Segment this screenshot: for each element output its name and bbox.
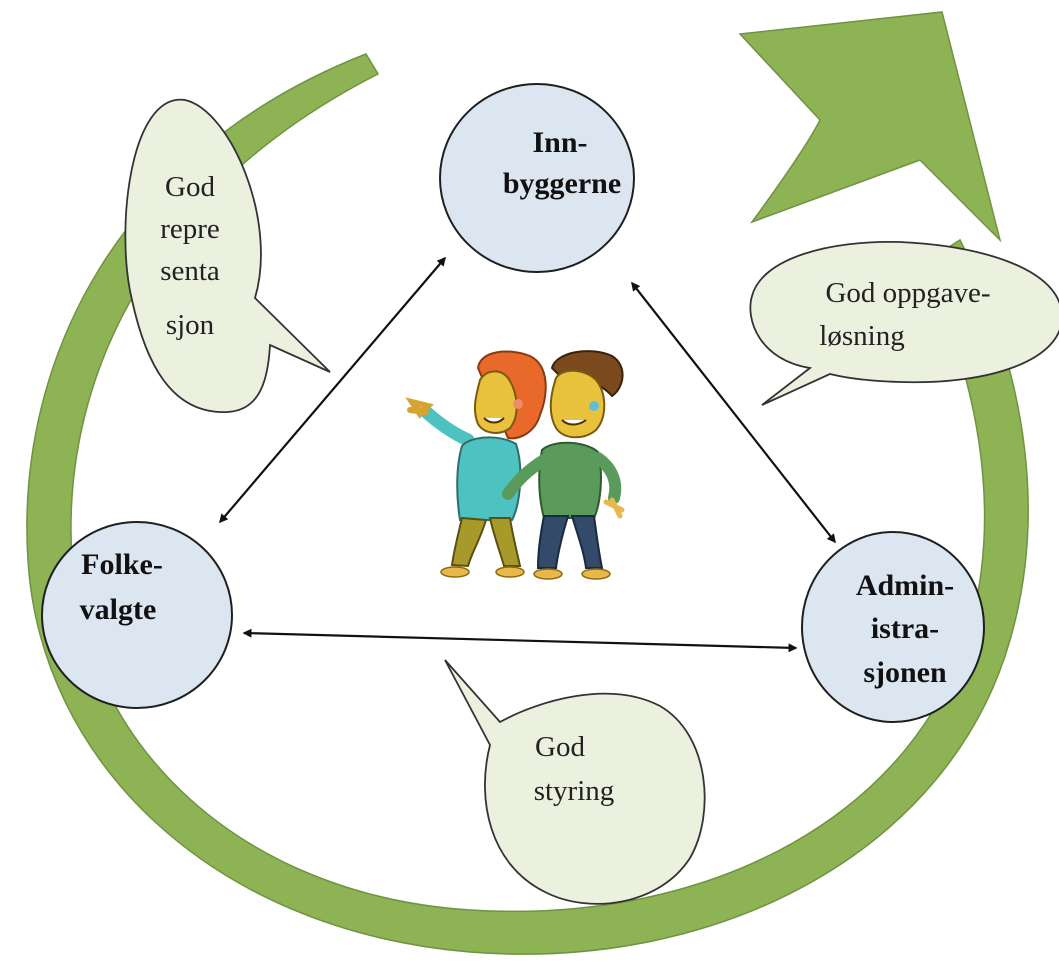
node-administrasjonen-circle <box>801 531 985 723</box>
cycle-arrowhead <box>738 11 1002 243</box>
person-left-figure <box>405 350 547 578</box>
bubble-representasjon-line2: repre <box>160 213 220 245</box>
node-innbyggerne-line2: byggerne <box>503 167 621 200</box>
bubble-oppgavelosning-shape <box>749 240 1059 406</box>
bubble-styring: God styring <box>444 659 706 905</box>
bubble-styring-line2: styring <box>534 775 615 807</box>
two-people-clipart <box>405 350 625 580</box>
bubble-oppgavelosning-line2: løsning <box>819 320 904 352</box>
node-folkevalgte: Folke- valgte <box>41 521 233 709</box>
person-right-figure <box>502 350 625 580</box>
connector-innbyggerne-folkevalgte <box>219 256 446 524</box>
bubble-styring-line1: God <box>535 731 585 763</box>
bubble-representasjon-shape <box>124 99 331 413</box>
node-folkevalgte-line2: valgte <box>80 593 157 626</box>
bubble-styring-shape <box>444 659 706 905</box>
node-folkevalgte-line1: Folke- <box>81 548 163 581</box>
bubble-oppgavelosning-line1: God oppgave- <box>825 277 990 309</box>
node-folkevalgte-circle <box>41 521 233 709</box>
node-administrasjonen-line3: sjonen <box>863 656 947 689</box>
bubble-representasjon-line4: sjon <box>166 309 215 341</box>
node-innbyggerne: Inn- byggerne <box>439 83 635 273</box>
node-innbyggerne-line1: Inn- <box>532 126 587 159</box>
node-administrasjonen-line1: Admin- <box>856 569 954 602</box>
node-innbyggerne-circle <box>439 83 635 273</box>
bubble-representasjon: God repre senta sjon <box>124 99 331 413</box>
bubble-representasjon-line3: senta <box>160 255 220 287</box>
bubble-representasjon-line1: God <box>165 171 215 203</box>
connector-innbyggerne-administrasjonen <box>631 281 836 544</box>
node-administrasjonen-line2: istra- <box>871 612 939 645</box>
connector-folkevalgte-administrasjonen <box>242 628 798 653</box>
bubble-oppgavelosning: God oppgave- løsning <box>749 240 1059 406</box>
connectors <box>219 256 836 653</box>
node-administrasjonen: Admin- istra- sjonen <box>801 531 985 723</box>
